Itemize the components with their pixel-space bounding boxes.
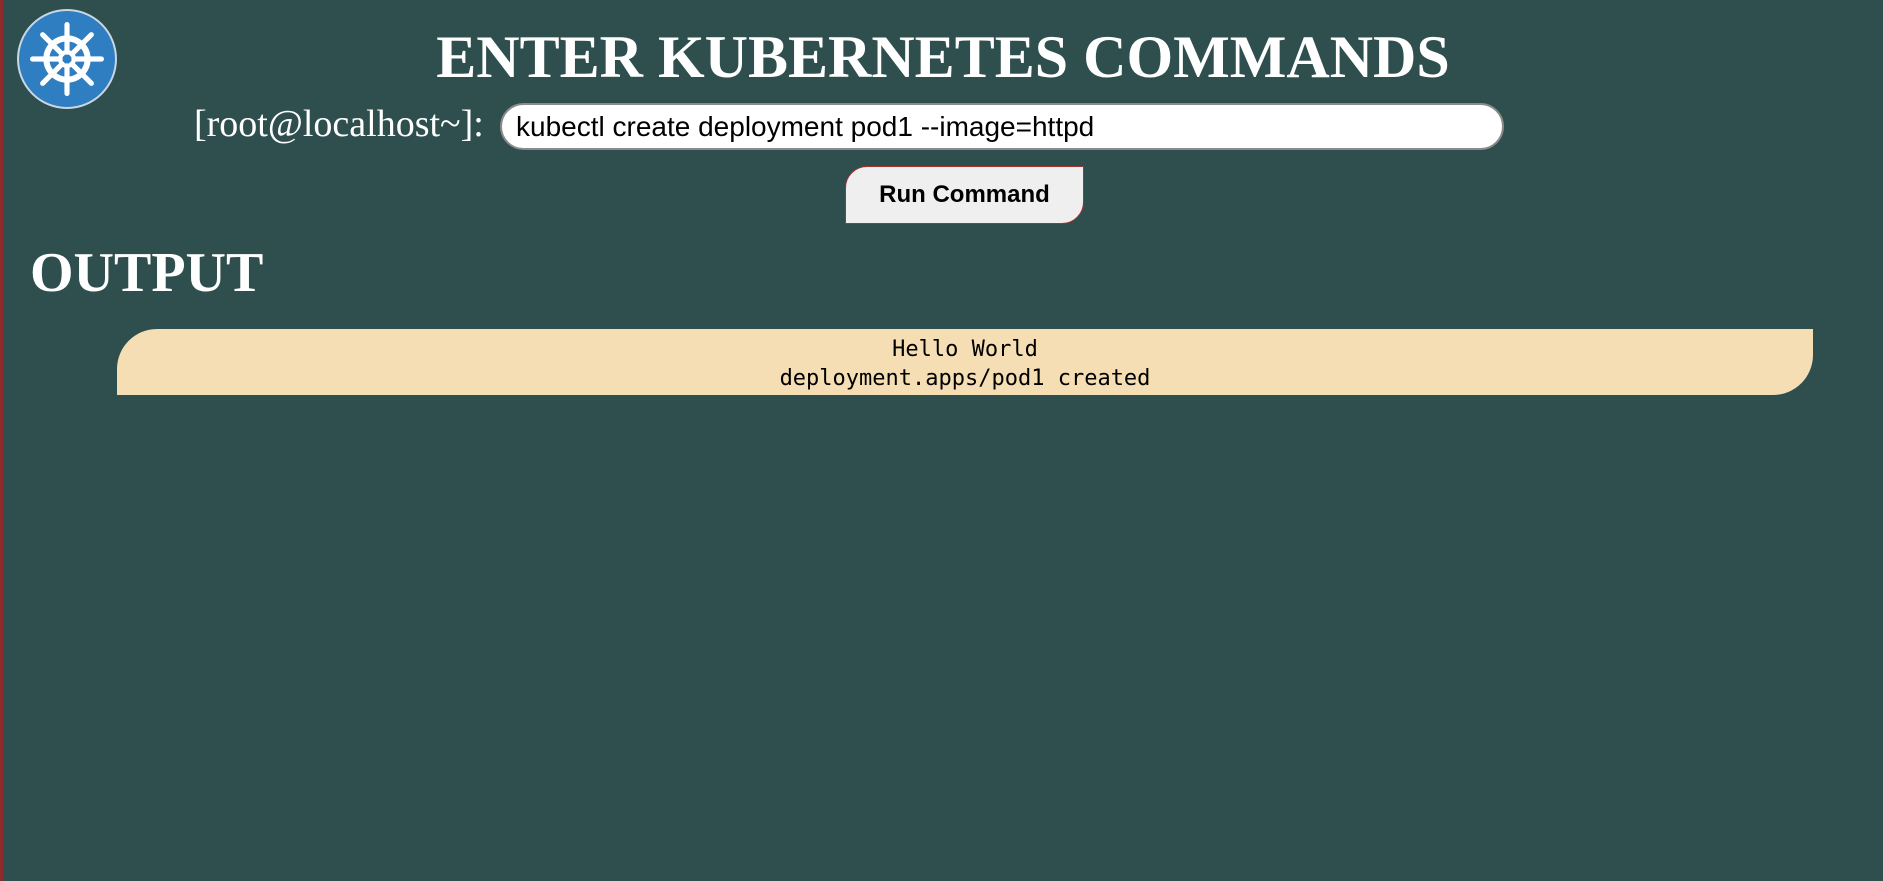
run-command-button[interactable]: Run Command bbox=[845, 166, 1084, 224]
output-line: deployment.apps/pod1 created bbox=[779, 366, 1151, 391]
page-title: ENTER KUBERNETES COMMANDS bbox=[436, 24, 1450, 90]
output-panel: Hello World deployment.apps/pod1 created bbox=[117, 329, 1813, 395]
output-line: Hello World bbox=[892, 337, 1038, 362]
output-heading: OUTPUT bbox=[30, 242, 264, 304]
shell-prompt-label: [root@localhost~]: bbox=[194, 103, 484, 145]
command-input[interactable] bbox=[500, 103, 1504, 150]
kubernetes-logo bbox=[17, 9, 117, 109]
kubernetes-helm-wheel-icon bbox=[30, 22, 104, 96]
